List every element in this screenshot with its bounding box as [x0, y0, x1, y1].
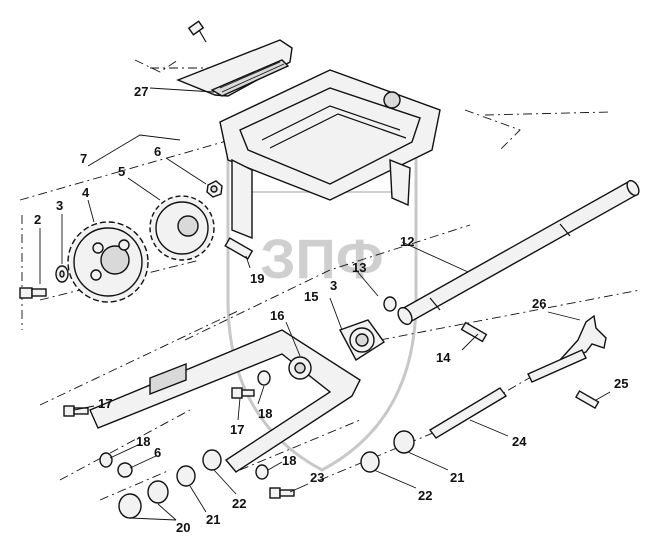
- callout-21: 21: [206, 512, 220, 527]
- bracket: [89, 329, 361, 473]
- callout-6: 6: [154, 445, 161, 460]
- screw: [187, 20, 207, 43]
- callout-26: 26: [532, 296, 546, 311]
- callout-3: 3: [56, 198, 63, 213]
- callout-22: 22: [418, 488, 432, 503]
- callout-7: 7: [80, 151, 87, 166]
- callout-23: 23: [310, 470, 324, 485]
- bearing: [339, 319, 386, 361]
- callout-20: 20: [176, 520, 190, 535]
- threaded-rod: [428, 387, 508, 439]
- pin-25: [575, 390, 600, 410]
- callout-22: 22: [232, 496, 246, 511]
- callout-19: 19: [250, 271, 264, 286]
- callout-12: 12: [400, 234, 414, 249]
- callout-15: 15: [304, 289, 318, 304]
- washer-left: [55, 265, 69, 283]
- callout-24: 24: [512, 434, 527, 449]
- callout-27: 27: [134, 84, 148, 99]
- washers: [99, 370, 415, 519]
- callout-25: 25: [614, 376, 628, 391]
- callout-14: 14: [436, 350, 451, 365]
- shift-fork: [527, 314, 607, 383]
- callout-21: 21: [450, 470, 464, 485]
- guard-cover: [176, 39, 293, 97]
- callout-18: 18: [282, 453, 296, 468]
- callout-labels: 27 7 6 5 4 2 3 12 13 19 3 15 16 26 14 25…: [34, 84, 628, 535]
- callout-3: 3: [330, 278, 337, 293]
- callout-17: 17: [98, 396, 112, 411]
- callout-18: 18: [136, 434, 150, 449]
- watermark-text: ЗПФ: [260, 227, 383, 290]
- bolt-23: [269, 487, 295, 499]
- callout-17: 17: [230, 422, 244, 437]
- gearbox-housing: [219, 69, 441, 240]
- callout-16: 16: [270, 308, 284, 323]
- pin-14: [460, 321, 488, 343]
- callout-5: 5: [118, 164, 125, 179]
- callout-18: 18: [258, 406, 272, 421]
- bolt-left: [19, 287, 47, 299]
- bolt-17b: [231, 387, 255, 399]
- callout-6: 6: [154, 144, 161, 159]
- small-gear: [149, 195, 215, 261]
- callout-13: 13: [352, 260, 366, 275]
- pin-19: [224, 237, 254, 260]
- callout-4: 4: [82, 185, 90, 200]
- shaft: [397, 179, 640, 326]
- washer-mid: [383, 296, 397, 312]
- nut-top: [206, 180, 223, 198]
- large-gear: [67, 221, 149, 303]
- callout-2: 2: [34, 212, 41, 227]
- leader-lines: [39, 87, 611, 521]
- bolt-17a: [63, 405, 89, 417]
